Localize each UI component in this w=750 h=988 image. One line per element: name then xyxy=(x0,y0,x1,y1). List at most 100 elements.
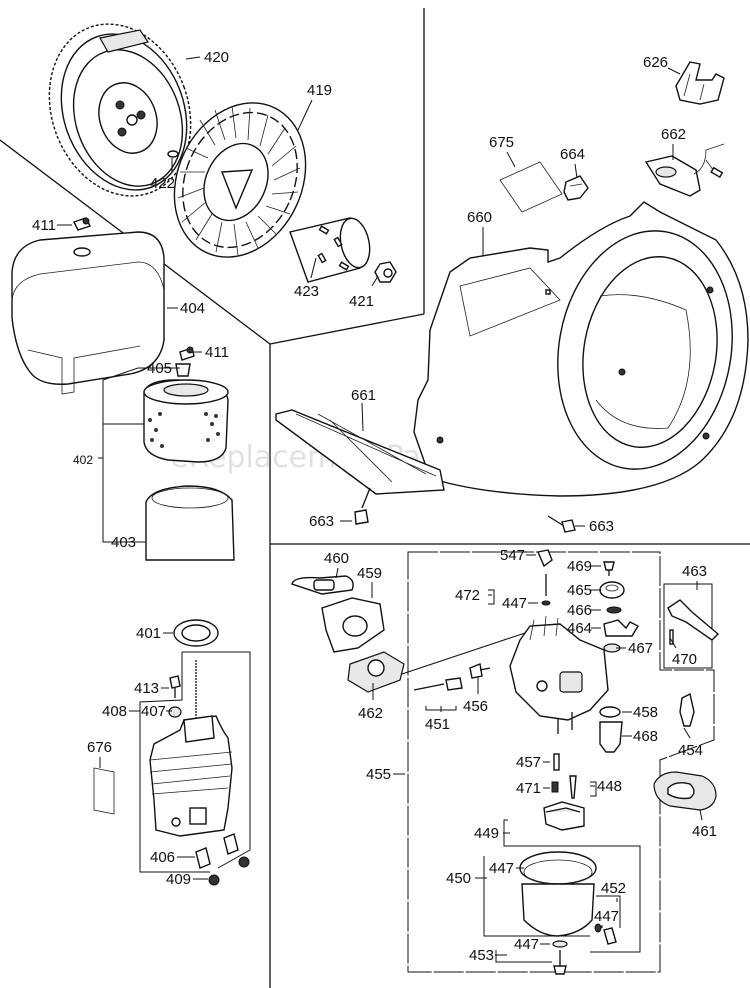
part-label-420[interactable]: 420 xyxy=(204,49,229,66)
part-401-oil-seal[interactable] xyxy=(173,619,219,647)
part-label-663-a[interactable]: 663 xyxy=(309,513,334,530)
part-label-456[interactable]: 456 xyxy=(463,698,488,715)
part-402-air-filter-element[interactable] xyxy=(143,379,229,463)
part-411-wing-nut-top[interactable] xyxy=(73,217,91,231)
part-457-jet[interactable] xyxy=(553,753,560,771)
part-413-bolt[interactable] xyxy=(169,675,181,698)
part-547-cap[interactable] xyxy=(537,549,553,568)
part-409-nut-right[interactable] xyxy=(238,856,250,868)
part-label-464[interactable]: 464 xyxy=(567,620,592,637)
part-label-402[interactable]: 402 xyxy=(73,453,93,467)
part-447-washer-bottom[interactable] xyxy=(552,940,568,948)
part-663-bolt-left[interactable] xyxy=(354,487,371,525)
part-label-472[interactable]: 472 xyxy=(455,587,480,604)
part-label-661[interactable]: 661 xyxy=(351,387,376,404)
part-label-459[interactable]: 459 xyxy=(357,565,382,582)
part-label-411-b[interactable]: 411 xyxy=(205,344,229,361)
part-label-469[interactable]: 469 xyxy=(567,558,592,575)
part-468-cup[interactable] xyxy=(599,721,623,753)
part-label-447-d[interactable]: 447 xyxy=(514,936,539,953)
part-label-466[interactable]: 466 xyxy=(567,602,592,619)
part-label-405[interactable]: 405 xyxy=(147,360,172,377)
part-676-label[interactable] xyxy=(93,767,115,815)
part-663-bolt-right[interactable] xyxy=(547,515,576,533)
part-label-419[interactable]: 419 xyxy=(307,82,332,99)
part-label-403[interactable]: 403 xyxy=(111,534,136,551)
part-label-454[interactable]: 454 xyxy=(678,742,703,759)
part-465-cap[interactable] xyxy=(599,581,625,599)
part-675-label[interactable] xyxy=(499,161,563,213)
part-label-662[interactable]: 662 xyxy=(661,126,686,143)
part-662-ignition-coil[interactable] xyxy=(644,143,725,197)
part-label-401[interactable]: 401 xyxy=(136,625,161,642)
part-454-throttle-part[interactable] xyxy=(679,692,695,727)
part-452-drain-screw[interactable] xyxy=(594,923,617,945)
part-cylinder-block[interactable] xyxy=(149,715,233,837)
part-label-447-a[interactable]: 447 xyxy=(502,595,527,612)
part-458-gasket[interactable] xyxy=(599,706,621,718)
part-label-664[interactable]: 664 xyxy=(560,146,585,163)
part-label-465[interactable]: 465 xyxy=(567,582,592,599)
part-label-449[interactable]: 449 xyxy=(474,825,499,842)
part-661-air-guide[interactable] xyxy=(275,409,445,495)
part-419-cooling-fan[interactable] xyxy=(150,81,330,278)
part-464-body[interactable] xyxy=(603,619,639,637)
part-450-float-bowl[interactable] xyxy=(519,851,597,937)
part-label-423[interactable]: 423 xyxy=(294,283,319,300)
part-406-dowel-right[interactable] xyxy=(223,833,239,855)
part-label-421[interactable]: 421 xyxy=(349,293,374,310)
part-label-455[interactable]: 455 xyxy=(366,766,391,783)
part-label-675[interactable]: 675 xyxy=(489,134,514,151)
part-451-screw[interactable] xyxy=(413,677,463,691)
part-label-470[interactable]: 470 xyxy=(672,651,697,668)
part-label-406[interactable]: 406 xyxy=(150,849,175,866)
part-664-clip[interactable] xyxy=(563,175,589,201)
part-456-screw[interactable] xyxy=(469,663,491,679)
part-407-dowel[interactable] xyxy=(168,706,182,718)
part-label-408[interactable]: 408 xyxy=(102,703,127,720)
part-466-spring[interactable] xyxy=(606,606,622,614)
part-463-choke-lever[interactable] xyxy=(667,599,720,641)
part-label-463[interactable]: 463 xyxy=(682,563,707,580)
part-label-450[interactable]: 450 xyxy=(446,870,471,887)
part-label-676[interactable]: 676 xyxy=(87,739,112,756)
part-660-fan-housing[interactable] xyxy=(413,201,750,497)
part-label-460[interactable]: 460 xyxy=(324,550,349,567)
part-label-452[interactable]: 452 xyxy=(601,880,626,897)
part-label-458[interactable]: 458 xyxy=(633,704,658,721)
part-421-nut[interactable] xyxy=(374,261,397,283)
part-label-447-b[interactable]: 447 xyxy=(489,860,514,877)
part-447-o-ring-a[interactable] xyxy=(541,600,551,606)
part-label-547[interactable]: 547 xyxy=(500,547,525,564)
part-label-660[interactable]: 660 xyxy=(467,209,492,226)
part-448-needle[interactable] xyxy=(569,775,577,799)
part-469-screw[interactable] xyxy=(603,561,615,576)
part-label-404[interactable]: 404 xyxy=(180,300,205,317)
part-label-461[interactable]: 461 xyxy=(692,823,717,840)
part-461-gasket[interactable] xyxy=(653,771,717,811)
part-label-468[interactable]: 468 xyxy=(633,728,658,745)
part-453-bolt[interactable] xyxy=(553,950,567,975)
part-label-413[interactable]: 413 xyxy=(134,680,159,697)
part-459-insulator[interactable] xyxy=(321,597,385,653)
part-405-grommet[interactable] xyxy=(175,363,191,377)
part-411-wing-nut-lower[interactable] xyxy=(179,346,195,361)
part-label-411-a[interactable]: 411 xyxy=(32,217,56,234)
part-422-key[interactable] xyxy=(167,150,179,158)
part-label-462[interactable]: 462 xyxy=(358,705,383,722)
part-label-457[interactable]: 457 xyxy=(516,754,541,771)
part-626-cable-holder[interactable] xyxy=(675,61,725,105)
part-423-starter-pulley[interactable] xyxy=(289,216,374,283)
part-label-409[interactable]: 409 xyxy=(166,871,191,888)
part-455-carburetor-body[interactable] xyxy=(509,615,609,734)
part-label-626[interactable]: 626 xyxy=(643,54,668,71)
part-460-gasket[interactable] xyxy=(291,575,354,595)
part-label-453[interactable]: 453 xyxy=(469,947,494,964)
part-label-451[interactable]: 451 xyxy=(425,716,450,733)
part-label-467[interactable]: 467 xyxy=(628,640,653,657)
part-label-471[interactable]: 471 xyxy=(516,780,541,797)
part-462-gasket[interactable] xyxy=(347,651,405,693)
part-label-447-c[interactable]: 447 xyxy=(594,908,619,925)
part-label-422[interactable]: 422 xyxy=(150,175,175,192)
part-449-float[interactable] xyxy=(543,801,585,831)
